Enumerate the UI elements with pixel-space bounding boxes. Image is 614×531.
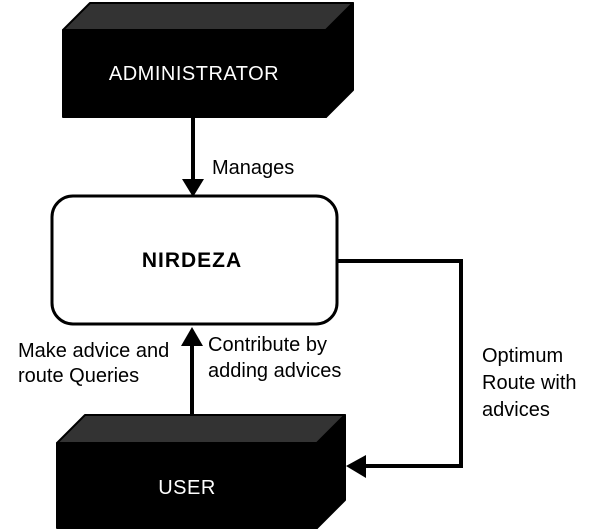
administrator-label: ADMINISTRATOR — [109, 63, 279, 85]
arrowhead-up-icon — [181, 327, 203, 346]
user-label: USER — [158, 477, 216, 499]
manages-edge-label: Manages — [212, 157, 294, 179]
contribute-label-line2: adding advices — [208, 360, 341, 382]
nirdeza-node: NIRDEZA — [50, 194, 339, 326]
contribute-label-line1: Contribute by — [208, 334, 327, 356]
edge-user-to-nirdeza: Make advice and route Queries Contribute… — [18, 327, 341, 415]
arrowhead-down-icon — [182, 179, 204, 197]
user-cube-front-face — [56, 442, 318, 529]
make-advice-label-line1: Make advice and — [18, 340, 169, 362]
administrator-node: ADMINISTRATOR — [62, 2, 354, 118]
nirdeza-to-user-edge-line — [337, 259, 463, 468]
optimum-route-label-line2: Route with — [482, 372, 577, 394]
optimum-route-label-line3: advices — [482, 399, 550, 421]
user-cube-top-face — [56, 414, 346, 444]
optimum-route-label-line1: Optimum — [482, 345, 563, 367]
user-node: USER — [56, 414, 346, 529]
edge-manages: Manages — [182, 117, 294, 197]
make-advice-label-line2: route Queries — [18, 365, 139, 387]
nirdeza-label: NIRDEZA — [142, 249, 242, 272]
administrator-cube-front-face — [62, 29, 327, 118]
edge-nirdeza-to-user: Optimum Route with advices — [337, 259, 577, 478]
administrator-cube-top-face — [62, 2, 354, 31]
arrowhead-left-icon — [346, 455, 366, 478]
